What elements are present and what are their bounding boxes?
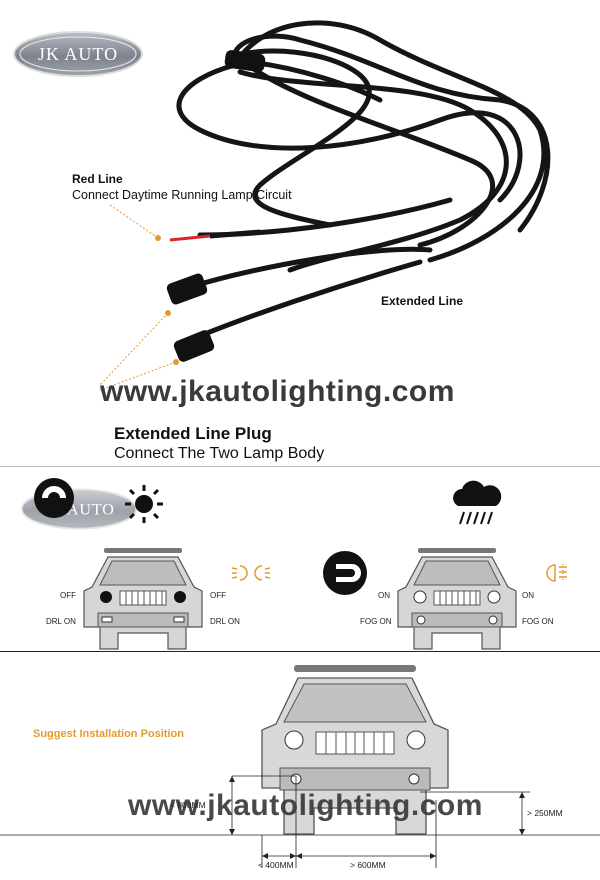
plug-title: Extended Line Plug	[114, 424, 272, 443]
red-line-title: Red Line	[72, 172, 123, 186]
width-max-label: < 400MM	[258, 860, 294, 870]
height-max-label: < 800MM	[170, 800, 206, 810]
day-bottom-right: DRL ON	[210, 617, 240, 626]
day-bottom-left: DRL ON	[46, 617, 76, 626]
ground-line-top	[0, 651, 600, 652]
car-front-day	[83, 548, 203, 650]
suggest-installation-label: Suggest Installation Position	[33, 728, 184, 740]
day-top-left: OFF	[60, 591, 76, 600]
logo-text: JK AUTO	[38, 44, 118, 64]
width-min-label: > 600MM	[350, 860, 386, 870]
red-line-description: Connect Daytime Running Lamp Circuit	[72, 188, 292, 202]
fog-lamp-icon	[546, 564, 567, 582]
night-top-right: ON	[522, 591, 534, 600]
night-top-left: ON	[378, 591, 390, 600]
extended-line-label: Extended Line	[381, 294, 464, 308]
night-bottom-left: FOG ON	[360, 617, 392, 626]
car-front-large	[261, 665, 449, 835]
headlight-switch-icon	[34, 478, 74, 518]
jk-auto-logo: JK AUTO	[13, 31, 143, 77]
fog-switch-icon	[323, 551, 367, 595]
watermark-url-2: www.jkautolighting.com	[128, 789, 483, 822]
car-front-night	[397, 548, 517, 650]
day-top-right: OFF	[210, 591, 226, 600]
sun-icon	[125, 485, 163, 523]
night-bottom-right: FOG ON	[522, 617, 554, 626]
section-divider	[0, 466, 600, 467]
rain-cloud-icon	[453, 480, 502, 525]
drl-lamp-icon	[231, 565, 271, 581]
plug-description: Connect The Two Lamp Body	[114, 445, 325, 462]
watermark-url: www.jkautolighting.com	[100, 375, 455, 408]
height-min-label: > 250MM	[527, 808, 563, 818]
wiring-harness-image	[99, 20, 551, 391]
